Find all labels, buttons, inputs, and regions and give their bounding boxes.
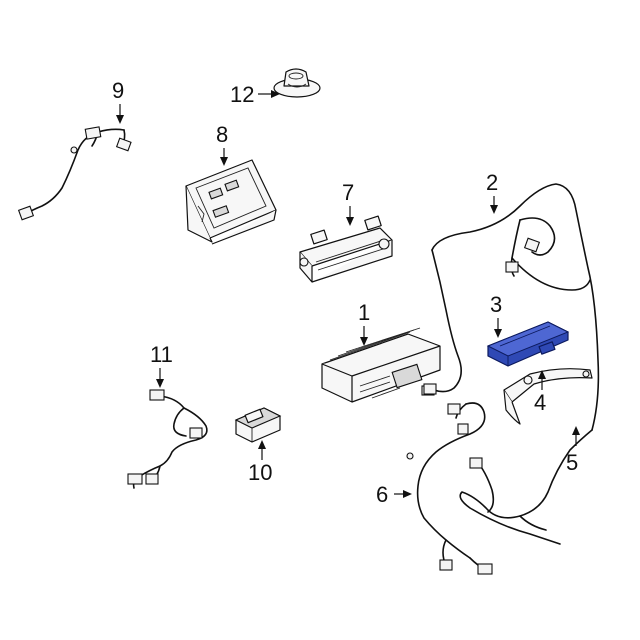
callout-5: 5 xyxy=(566,426,580,475)
part-2-harness[interactable] xyxy=(423,183,600,431)
callout-1: 1 xyxy=(358,300,370,346)
callout-6: 6 xyxy=(376,482,412,507)
part-11-harness[interactable] xyxy=(127,389,208,489)
callout-label-4: 4 xyxy=(534,390,546,415)
part-6-harness[interactable] xyxy=(406,402,495,575)
part-1-module[interactable] xyxy=(321,327,441,403)
callout-8: 8 xyxy=(216,122,228,166)
callout-10: 10 xyxy=(248,440,272,485)
callout-9: 9 xyxy=(112,78,124,124)
callout-label-7: 7 xyxy=(342,180,354,205)
part-8-module[interactable] xyxy=(185,159,277,245)
callout-label-1: 1 xyxy=(358,300,370,325)
callout-2: 2 xyxy=(486,170,498,214)
part-7-bracket[interactable] xyxy=(299,215,393,283)
callout-label-3: 3 xyxy=(490,292,502,317)
part-3-module-highlighted[interactable] xyxy=(486,321,570,367)
part-5-cable[interactable] xyxy=(459,429,593,545)
callout-7: 7 xyxy=(342,180,354,226)
callout-label-6: 6 xyxy=(376,482,388,507)
callout-label-2: 2 xyxy=(486,170,498,195)
callout-label-8: 8 xyxy=(216,122,228,147)
part-12-cap[interactable] xyxy=(273,68,321,98)
callout-4: 4 xyxy=(534,370,546,415)
part-9-harness[interactable] xyxy=(17,126,132,221)
callout-11: 11 xyxy=(150,342,173,388)
callout-label-10: 10 xyxy=(248,460,272,485)
callout-label-9: 9 xyxy=(112,78,124,103)
callout-12: 12 xyxy=(230,82,280,107)
part-10-switch[interactable] xyxy=(234,407,282,443)
callout-3: 3 xyxy=(490,292,502,338)
part-4-bracket[interactable] xyxy=(503,368,593,425)
callout-label-5: 5 xyxy=(566,450,578,475)
callout-label-11: 11 xyxy=(150,342,173,367)
callout-label-12: 12 xyxy=(230,82,254,107)
